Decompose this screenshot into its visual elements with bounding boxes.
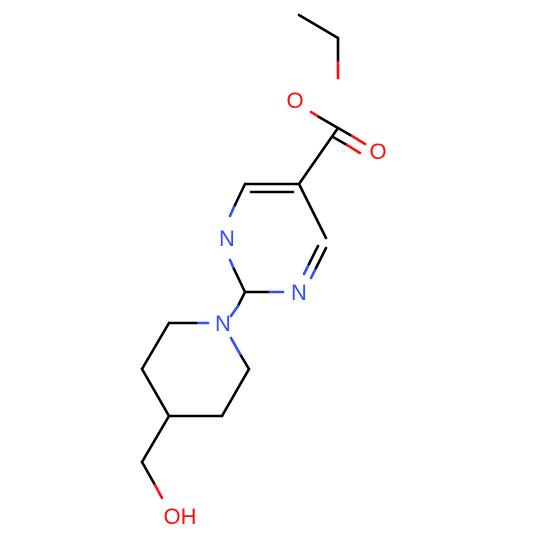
bond-ch3-ch2 <box>297 13 340 40</box>
bond-c4p-ch2 <box>140 414 171 464</box>
atom-n-ring-lower: N <box>291 280 307 305</box>
bond-c4-n3-blue <box>228 205 236 218</box>
bond-c-eq-o-2b <box>345 143 362 155</box>
bond-ch2-oh-red <box>153 483 164 500</box>
bond-n1-c6-blue <box>309 266 318 280</box>
bond-o-c-black <box>317 115 340 130</box>
bond-n1-c6-inner-black <box>307 244 320 266</box>
bond-n3-c2-black <box>232 267 247 294</box>
atom-o-ester: O <box>286 88 303 113</box>
bond-n1-c6-inner-blue <box>302 262 311 276</box>
bond-c6-c5 <box>297 182 328 240</box>
bond-c6p-npip-blue <box>229 336 242 356</box>
bond-ch2-oh-black <box>140 460 157 487</box>
bond-c-eq-o-1a <box>336 126 354 138</box>
bond-c4-n3-black <box>232 182 247 209</box>
bond-n3-c2-blue <box>228 258 236 271</box>
bond-n1-c6-black <box>314 246 328 270</box>
atom-n-piperidine: N <box>215 311 231 336</box>
bond-c6p-npip-black <box>238 352 251 371</box>
bond-c3p-c4p <box>140 367 171 418</box>
bond-c2-npip-blue <box>229 304 240 318</box>
atom-n-ring-upper: N <box>219 226 235 251</box>
bond-o-c-red <box>309 110 321 119</box>
bond-c2-npip-black <box>236 290 247 308</box>
bond-c2p-c3p <box>140 321 171 371</box>
atom-o-carbonyl: O <box>369 139 386 164</box>
atom-hydroxyl: OH <box>164 504 197 529</box>
bond-carbonyl-ring <box>297 126 340 186</box>
bond-c-eq-o-2a <box>331 135 349 147</box>
bond-c-eq-o-1b <box>350 134 367 146</box>
bond-c5p-c6p <box>220 367 251 418</box>
